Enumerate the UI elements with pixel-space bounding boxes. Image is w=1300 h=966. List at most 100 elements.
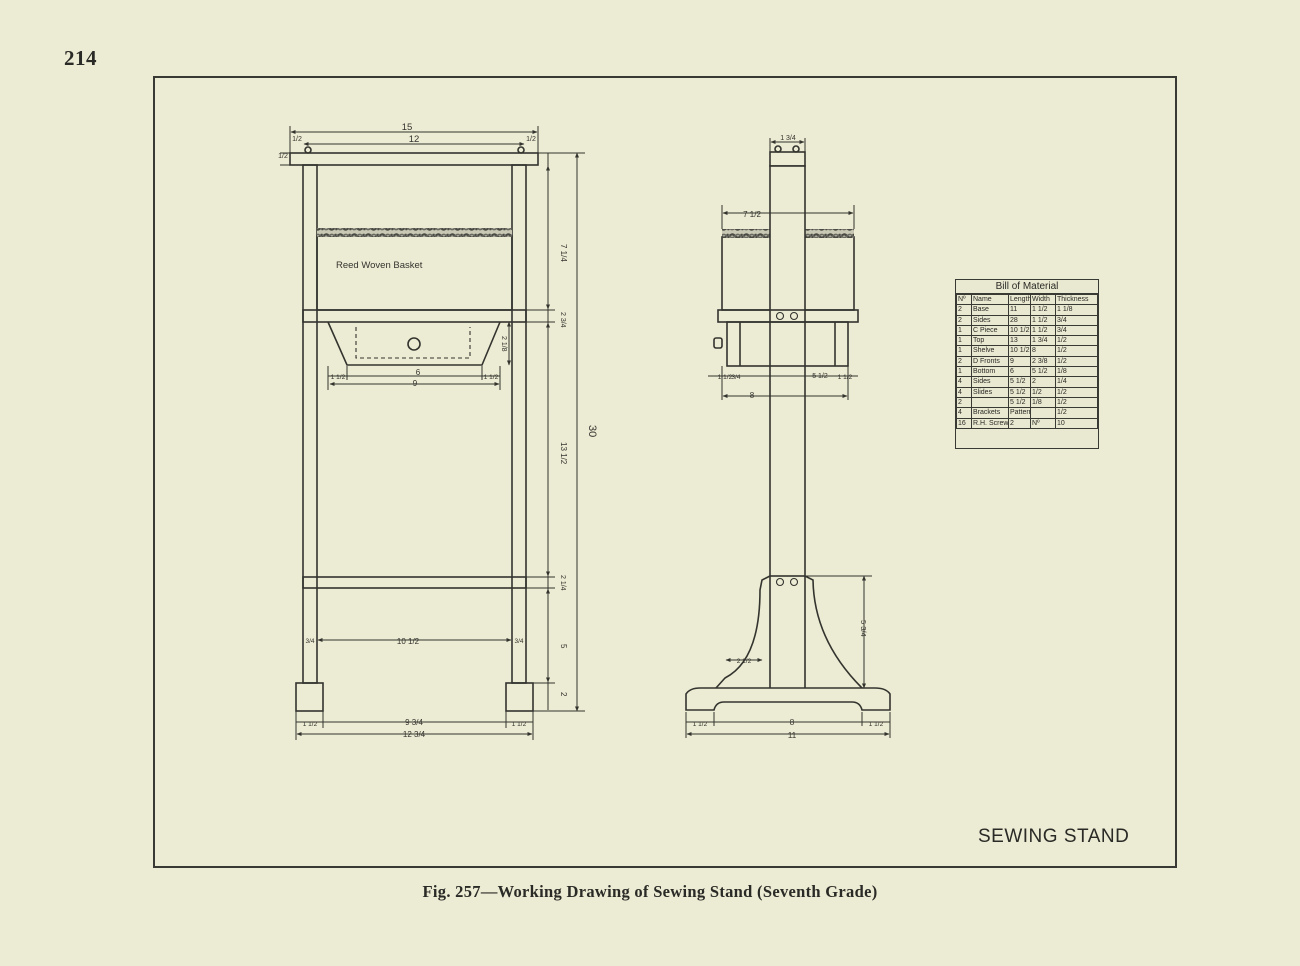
front-lower-rail (302, 576, 527, 589)
label-middle-height: 13 1/2 (559, 442, 568, 465)
bom-cell: 13 (1008, 335, 1031, 347)
label-drawer-left: 1 1/2 (331, 374, 346, 381)
front-shelf (302, 309, 527, 323)
label-drawer-overall: 9 (413, 379, 418, 388)
label-base-overall: 12 3/4 (403, 730, 426, 739)
front-basket (316, 235, 513, 311)
label-legs-height: 5 (559, 644, 568, 649)
side-labels: 1 3/4 7 1/2 1 1/2 3/4 5 1/2 1 1/2 8 5 3/… (693, 135, 884, 740)
drawing-frame (153, 76, 1177, 868)
bom-cell: 1/2 (1055, 355, 1098, 368)
bom-cell: 1 (956, 324, 972, 337)
bom-cell: 1/2 (1030, 386, 1056, 398)
bom-cell: 10 1/2 (1008, 345, 1031, 357)
front-labels: Reed Woven Basket 15 12 1/2 1/2 1/2 7 1/… (278, 122, 598, 739)
bom-header-cell: Nº (956, 293, 972, 306)
label-overhang-left: 1/2 (292, 136, 302, 143)
bom-cell: 1/8 (1030, 396, 1056, 409)
bom-cell: 1/2 (1055, 396, 1098, 409)
bom-cell: D Fronts (971, 355, 1009, 368)
figure-caption: Fig. 257—Working Drawing of Sewing Stand… (422, 882, 878, 901)
front-drawer-hidden (355, 327, 471, 359)
label-foot-left: 1 1/2 (693, 721, 708, 728)
bom-cell: Sides (971, 314, 1009, 326)
bom-cell: 4 (956, 386, 972, 398)
bom-cell: 4 (956, 407, 972, 419)
label-post-width: 1 3/4 (780, 135, 796, 142)
bom-cell: 10 (1055, 417, 1098, 429)
bom-cell: 9 (1008, 355, 1031, 368)
bom-cell: 3/4 (1055, 324, 1098, 337)
bom-cell: 1/2 (1055, 345, 1098, 357)
bom-cell: 5 1/2 (1008, 376, 1031, 388)
front-dimensions (280, 126, 585, 740)
side-screw-right (792, 145, 800, 153)
bom-cell: 1 (956, 335, 972, 347)
bom-header-cell: Length (1008, 293, 1031, 306)
bom-cell: 1 1/2 (1030, 324, 1056, 337)
side-post (769, 165, 806, 577)
bom-cell: Sides (971, 376, 1009, 388)
label-bracket-height: 5 3/4 (859, 620, 868, 637)
label-drawer-right: 1 1/2 (484, 374, 499, 381)
front-drawer-knob (407, 337, 421, 351)
label-bracket-width: 2 1/2 (737, 658, 752, 665)
bom-header-row: Nº Name Length Width Thickness (956, 293, 1098, 306)
front-screw-right (517, 146, 525, 154)
front-post-left (302, 164, 318, 684)
front-post-right (511, 164, 527, 684)
label-lower-rail: 2 1/4 (559, 575, 566, 591)
bom-cell: Slides (971, 386, 1009, 398)
bom-cell: C Piece (971, 324, 1009, 337)
bom-title: Bill of Material (956, 280, 1098, 294)
bom-cell: 1 1/8 (1055, 304, 1098, 316)
bom-cell: Brackets (971, 407, 1009, 419)
front-screw-left (304, 146, 312, 154)
side-view (685, 145, 891, 711)
bom-cell: Bottom (971, 366, 1009, 378)
label-drawer-height: 2 3/4 (559, 312, 566, 328)
bom-cell: 1/4 (1055, 376, 1098, 388)
label-basket-width: 7 1/2 (743, 210, 761, 219)
bom-cell: 2 (956, 314, 972, 326)
bom-cell: 28 (1008, 314, 1031, 326)
label-side-drawer-overall: 8 (750, 391, 755, 400)
label-foot-span: 8 (790, 718, 795, 727)
label-side-drawer-left2: 3/4 (731, 374, 740, 381)
page-number: 214 (64, 46, 97, 70)
label-top-width: 15 (402, 122, 413, 133)
label-inner-top: 12 (409, 134, 420, 145)
front-foot-right (505, 682, 534, 712)
bom-header-cell: Name (971, 293, 1009, 306)
bom-cell: 2 (956, 304, 972, 316)
side-bracket-left (715, 575, 771, 689)
bom-cell: 1/8 (1055, 366, 1098, 378)
bom-cell: 6 (1008, 366, 1031, 378)
side-screw-left (774, 145, 782, 153)
bill-of-material: Bill of Material Nº Name Length Width Th… (955, 279, 1099, 449)
bom-cell (1030, 407, 1056, 419)
bom-header-cell: Width (1030, 293, 1056, 306)
basket-label: Reed Woven Basket (336, 260, 423, 271)
bom-cell: Shelve (971, 345, 1009, 357)
side-top-board (769, 151, 806, 167)
bom-cell: 8 (1030, 345, 1056, 357)
bom-cell: Pattern (1008, 407, 1031, 419)
bom-cell: 1 1/2 (1030, 304, 1056, 316)
bom-cell: 4 (956, 376, 972, 388)
bom-cell (971, 396, 1009, 409)
label-post-right: 3/4 (514, 638, 523, 645)
bom-cell: Top (971, 335, 1009, 347)
label-side-drawer-left: 1 1/2 (718, 374, 733, 381)
bom-cell: 1/2 (1055, 386, 1098, 398)
bom-cell: 1 1/2 (1030, 314, 1056, 326)
label-base-right: 1 1/2 (512, 721, 527, 728)
label-top-thick: 1/2 (278, 153, 288, 160)
